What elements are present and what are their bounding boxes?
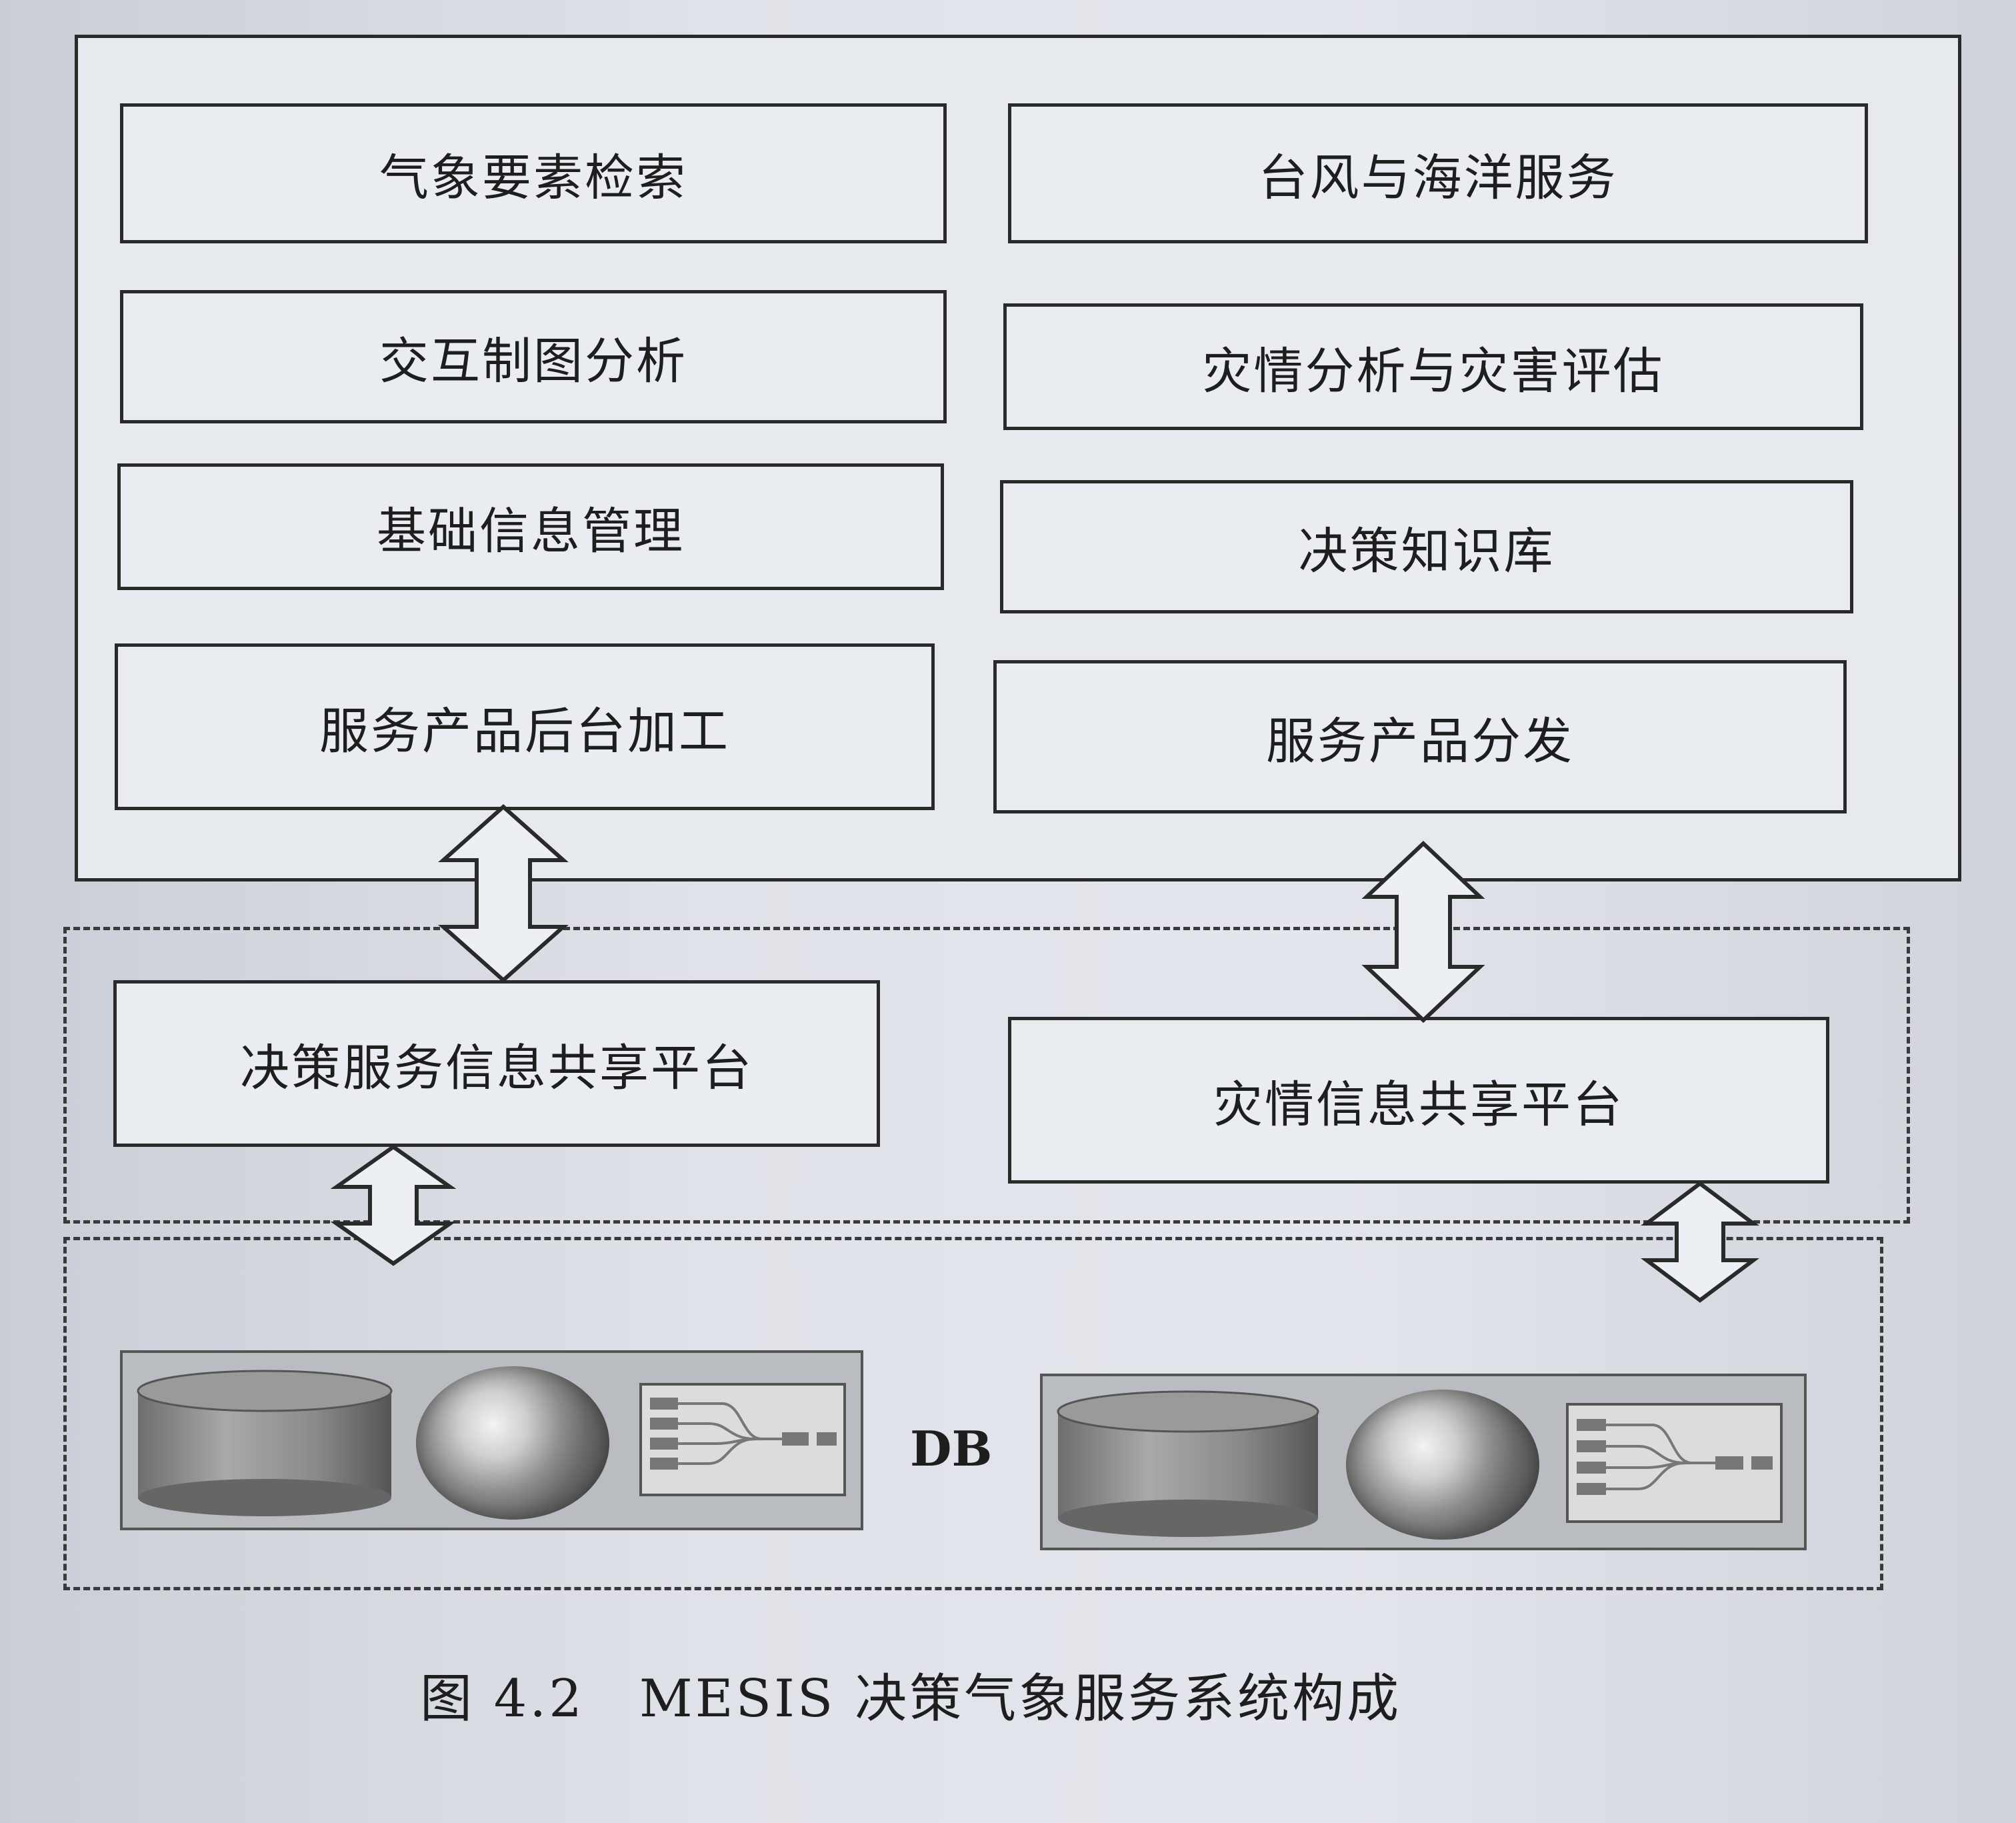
db-resource-strip-left [120,1350,863,1530]
double-arrow-icon [330,1144,457,1266]
module-typhoon-ocean-service: 台风与海洋服务 [1008,103,1868,243]
globe-icon [1346,1390,1539,1540]
globe-icon [416,1366,609,1520]
figure-caption: 图 4.2 MESIS 决策气象服务系统构成 [420,1669,1402,1729]
workflow-lines-icon [1577,1419,1773,1495]
db-resource-strip-right [1040,1374,1807,1550]
module-label: 灾情分析与灾害评估 [1202,342,1665,400]
double-arrow-icon [1361,840,1485,1024]
platform-label: 灾情信息共享平台 [1213,1076,1624,1134]
module-label: 服务产品分发 [1266,712,1574,770]
module-label: 交互制图分析 [379,332,687,390]
database-layer-frame [63,1237,1883,1590]
module-basic-info-management: 基础信息管理 [117,463,944,590]
module-decision-knowledge-base: 决策知识库 [1000,480,1853,613]
platform-decision-service-info-sharing: 决策服务信息共享平台 [113,980,880,1147]
double-arrow-icon [1641,1181,1759,1303]
platform-label: 决策服务信息共享平台 [240,1039,753,1097]
workflow-diagram-icon [639,1383,846,1496]
module-label: 决策知识库 [1298,522,1555,580]
workflow-diagram-icon [1566,1403,1783,1523]
double-arrow-icon [438,803,569,984]
db-label: DB [910,1420,993,1477]
module-disaster-analysis-assessment: 灾情分析与灾害评估 [1003,303,1863,430]
platform-layer-frame [63,927,1910,1224]
module-label: 气象要素检索 [379,149,687,207]
module-interactive-mapping-analysis: 交互制图分析 [120,290,947,423]
platform-disaster-info-sharing: 灾情信息共享平台 [1008,1017,1829,1184]
module-label: 台风与海洋服务 [1258,149,1618,207]
module-label: 服务产品后台加工 [319,702,730,760]
module-weather-element-retrieval: 气象要素检索 [120,103,947,243]
module-product-distribution: 服务产品分发 [993,660,1847,813]
workflow-lines-icon [650,1398,837,1470]
module-product-backend-processing: 服务产品后台加工 [115,643,935,810]
database-cylinder-icon [1057,1390,1319,1537]
module-label: 基础信息管理 [377,502,685,560]
database-cylinder-icon [137,1370,393,1516]
